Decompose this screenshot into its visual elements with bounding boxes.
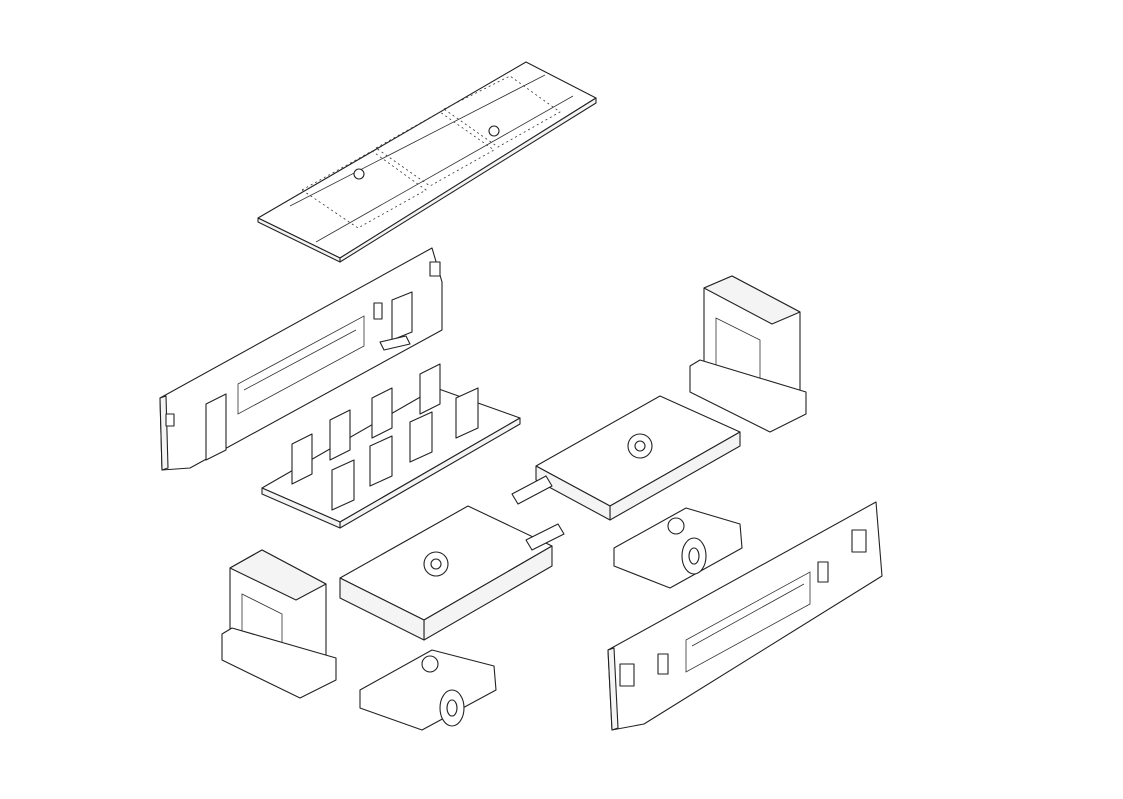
bogie-lower bbox=[360, 650, 496, 730]
roof-panel bbox=[258, 62, 596, 262]
underframe-lower bbox=[340, 506, 564, 640]
end-cab-top bbox=[690, 276, 806, 432]
underframe-upper bbox=[512, 396, 740, 520]
end-cab-bottom bbox=[222, 550, 336, 698]
bogie-upper bbox=[614, 508, 742, 588]
